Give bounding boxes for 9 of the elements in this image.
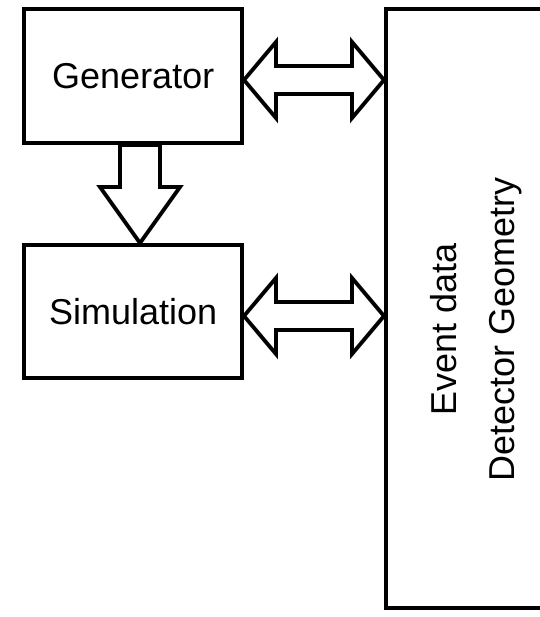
- block-arrow: [241, 36, 387, 124]
- box-label: Generator: [52, 55, 214, 97]
- process-box: [22, 7, 244, 145]
- box-label: Event data: [423, 242, 466, 416]
- process-box: [22, 243, 244, 380]
- box-label: Detector Geometry: [481, 176, 524, 482]
- process-box: [384, 7, 540, 610]
- box-label: Simulation: [49, 290, 218, 332]
- block-arrow: [241, 272, 387, 360]
